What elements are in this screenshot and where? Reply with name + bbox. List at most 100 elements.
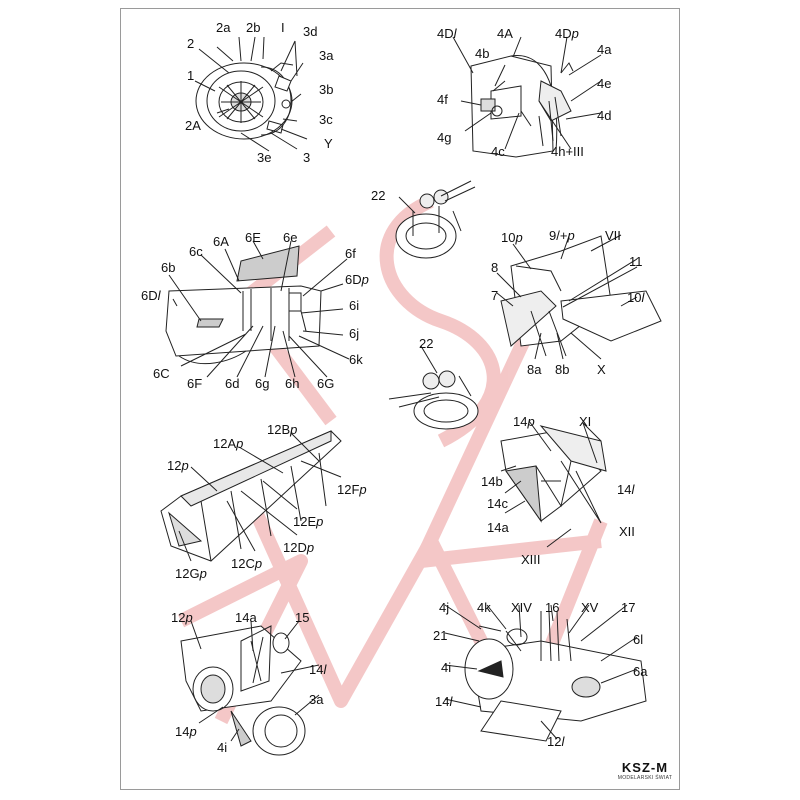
callout-14l: 14l [617,482,635,497]
callout-4Dl: 4Dl [437,26,457,41]
callout-12Bp: 12Bp [267,422,298,437]
callout-12Cp: 12Cp [231,556,263,571]
callout-4f: 4f [437,92,448,107]
callout-Y: Y [324,136,333,151]
tail-section [500,235,662,357]
callout-4k: 4k [477,600,491,615]
callout-XIV: XIV [511,600,532,615]
wing-12 [160,430,342,562]
callout-6Dl: 6Dl [141,288,161,303]
callout-XIII: XIII [521,552,541,567]
callout-6F: 6F [187,376,203,391]
callout-6c: 6c [189,244,203,259]
assembly-drawing [160,36,662,756]
callout-9p: 9/+p [549,228,575,243]
callout-4i-lower: 4i [217,740,228,755]
callout-6Dp: 6Dp [345,272,369,287]
callout-6k: 6k [349,352,363,367]
callout-7: 7 [491,288,499,303]
callout-3d: 3d [303,24,318,39]
callout-12Fp: 12Fp [337,482,367,497]
callout-2A: 2A [185,118,201,133]
callout-2a: 2a [216,20,231,35]
brand-mark: KSZ-M MODELARSKI ŚWIAT [612,760,678,781]
callout-14a-lower: 14a [235,610,257,625]
brand-subtitle: MODELARSKI ŚWIAT [617,775,673,781]
callout-3a-lower: 3a [309,692,324,707]
callout-3: 3 [303,150,311,165]
callout-4h-III: 4h+III [551,144,584,159]
turret-upper [395,180,476,259]
engine-nacelle-assembly [180,625,306,756]
callout-10p: 10p [501,230,523,245]
callout-22-upper: 22 [371,188,386,203]
callout-4a: 4a [597,42,612,57]
callout-4b: 4b [475,46,490,61]
callout-3b: 3b [319,82,334,97]
callout-6g: 6g [255,376,270,391]
callout-XII: XII [619,524,635,539]
callout-8b: 8b [555,362,570,377]
callout-14c: 14c [487,496,508,511]
callout-12Dp: 12Dp [283,540,315,555]
fuselage-section-6 [165,245,322,365]
callout-XV: XV [581,600,599,615]
callout-6f: 6f [345,246,356,261]
callout-14a: 14a [487,520,509,535]
callout-14p-lower: 14p [175,724,197,739]
callout-6G: 6G [317,376,335,391]
callout-14p: 14p [513,414,535,429]
callout-22-lower: 22 [419,336,434,351]
callout-6j: 6j [349,326,360,341]
callout-X: X [597,362,606,377]
callout-10l: 10l [627,290,645,305]
callout-11: 11 [629,254,643,269]
callout-17: 17 [621,600,636,615]
callout-6a: 6a [633,664,648,679]
callout-XI: XI [579,414,592,429]
callout-4c: 4c [491,144,505,159]
callout-3e: 3e [257,150,272,165]
callout-VII: VII [605,228,621,243]
callout-3a: 3a [319,48,334,63]
callout-8: 8 [491,260,499,275]
callout-2: 2 [187,36,195,51]
callout-14l-lower: 14l [309,662,327,677]
callout-21: 21 [433,628,448,643]
callout-6C: 6C [153,366,170,381]
callout-6e: 6e [283,230,298,245]
callout-12p-lower: 12p [171,610,193,625]
callout-12l: 12l [547,734,565,749]
turret-lower [388,345,479,430]
cockpit-section [470,54,574,158]
callout-6i: 6i [349,298,360,313]
engine-nacelle-assembly-right [464,610,647,742]
callout-I: I [281,20,285,35]
callout-6h: 6h [285,376,300,391]
callout-12Ep: 12Ep [293,514,324,529]
callout-12Gp: 12Gp [175,566,207,581]
callout-4A: 4A [497,26,513,41]
callout-6E: 6E [245,230,261,245]
callout-4i-right: 4i [441,660,452,675]
callout-4j: 4j [439,600,450,615]
engine-front [195,62,294,140]
callout-2b: 2b [246,20,261,35]
callout-12Ap: 12Ap [213,436,244,451]
callout-4d: 4d [597,108,612,123]
callout-15: 15 [295,610,310,625]
callout-6l: 6l [633,632,644,647]
brand-logo: KSZ-M [621,760,669,775]
callout-14b: 14b [481,474,503,489]
callout-6A: 6A [213,234,229,249]
callout-4Dp: 4Dp [555,26,579,41]
callout-16: 16 [545,600,560,615]
callout-4g: 4g [437,130,452,145]
callout-4e: 4e [597,76,612,91]
instruction-sheet: 2a 2b I 3d 2 3a 1 3b 2A 3c Y 3e 3 4Dl 4A… [120,8,680,790]
callout-3c: 3c [319,112,333,127]
callout-6b: 6b [161,260,176,275]
nacelle-14 [500,425,607,523]
callout-12p: 12p [167,458,189,473]
callout-6d: 6d [225,376,240,391]
